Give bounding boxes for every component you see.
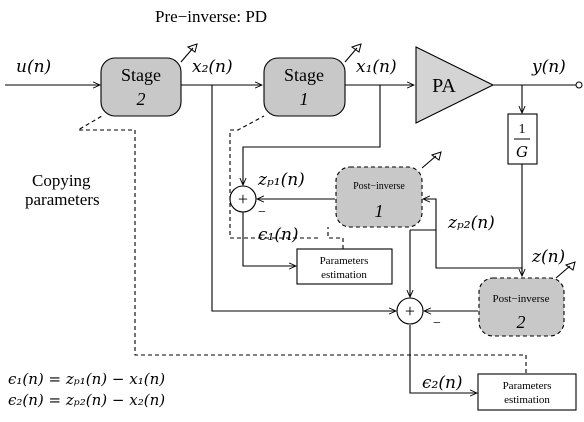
signal-z: z(n) <box>531 247 565 267</box>
signal-x2: x₂(n) <box>192 57 233 77</box>
signal-x1: x₁(n) <box>356 57 397 77</box>
pe1-line2: estimation <box>321 269 367 281</box>
sum-2-plus: + <box>405 301 415 321</box>
pa-amplifier: PA <box>415 46 495 124</box>
copy-label-line2: parameters <box>25 190 100 209</box>
post-inverse-2-number: 2 <box>517 312 526 332</box>
gain-branch: 1 G <box>507 85 538 276</box>
e1-wire <box>242 212 296 266</box>
post-inverse-1-label: Post−inverse <box>353 181 405 192</box>
parameters-estimation-2: Parameters estimation <box>477 373 577 411</box>
x1-feedback-wire <box>243 85 381 185</box>
post-2-tune-arrow <box>555 261 576 279</box>
pe2-line2: estimation <box>504 394 550 406</box>
signal-e1: ϵ₁(n) <box>258 225 299 245</box>
post-1-tune-arrow <box>421 151 442 169</box>
signal-zp1: zₚ₁(n) <box>257 170 305 190</box>
signal-e2: ϵ₂(n) <box>422 373 463 393</box>
diagram-title: Pre−inverse: PD <box>155 7 267 26</box>
pa-label: PA <box>432 75 456 97</box>
stage-2-number: 2 <box>137 89 146 109</box>
sum-1-plus: + <box>238 189 248 209</box>
copy-label-line1: Copying <box>32 171 91 190</box>
equation-1: ϵ₁(n) = zₚ₁(n) − x₁(n) <box>8 370 165 388</box>
copy-parameters-dashed-lines <box>75 115 527 373</box>
sum-1-minus: − <box>258 205 266 220</box>
signal-zp2: zₚ₂(n) <box>447 213 495 233</box>
sum-2-minus: − <box>433 316 441 331</box>
post-inverse-2-block: Post−inverse 2 <box>478 277 565 337</box>
stage-1-label: Stage <box>284 65 324 85</box>
signal-y: y(n) <box>531 57 566 77</box>
post-inverse-1-number: 1 <box>375 201 384 221</box>
post-inverse-2-label: Post−inverse <box>493 293 550 305</box>
signal-u: u(n) <box>16 57 51 77</box>
pe2-line1: Parameters <box>503 380 552 392</box>
post-inverse-1-block: Post−inverse 1 <box>335 166 423 228</box>
e2-wire <box>409 325 477 393</box>
pe1-line1: Parameters <box>320 255 369 267</box>
post-1-input-wires <box>423 199 523 275</box>
equation-2: ϵ₂(n) = zₚ₂(n) − x₂(n) <box>8 391 165 409</box>
stage-2-block: Stage 2 <box>100 57 182 117</box>
stage-1-block: Stage 1 <box>263 57 346 117</box>
stage-1-tune-arrow <box>344 43 362 63</box>
gain-denominator: G <box>516 143 528 161</box>
gain-numerator: 1 <box>519 122 526 137</box>
sum-junction-2: + − <box>396 297 441 331</box>
stage-1-number: 1 <box>300 89 309 109</box>
x2-feedback-wire <box>211 85 396 311</box>
stage-2-tune-arrow <box>180 43 198 63</box>
sum-junction-1: + − <box>229 185 266 220</box>
parameters-estimation-1: Parameters estimation <box>296 248 393 285</box>
stage-2-label: Stage <box>121 65 161 85</box>
